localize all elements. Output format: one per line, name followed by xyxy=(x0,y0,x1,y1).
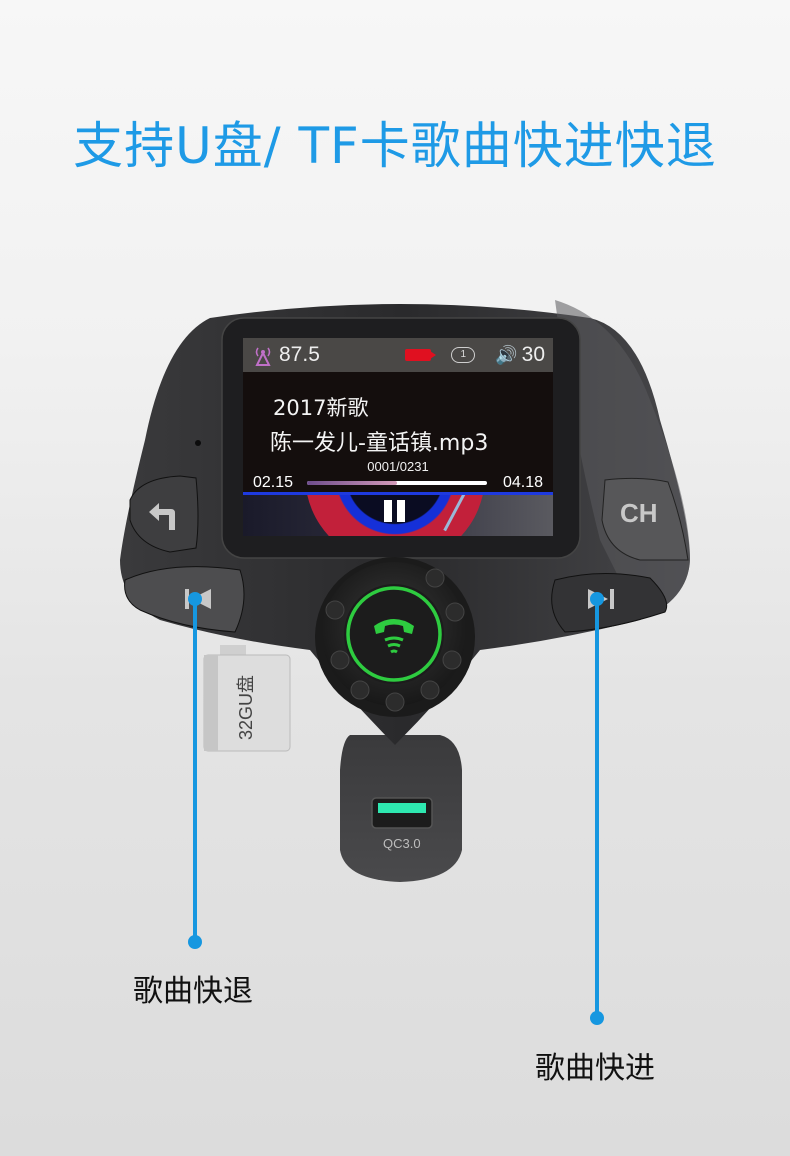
pause-icon[interactable] xyxy=(384,500,406,522)
vinyl-disc xyxy=(305,495,485,536)
forward-callout-dot xyxy=(590,1011,604,1025)
rewind-callout-line xyxy=(193,597,197,942)
status-bar: 87.5 1 🔊 30 xyxy=(243,338,553,372)
forward-callout-line xyxy=(595,597,599,1019)
rewind-label: 歌曲快退 xyxy=(133,974,253,1009)
forward-label: 歌曲快进 xyxy=(535,1051,655,1086)
antenna-icon xyxy=(255,347,271,366)
elapsed-time: 02.15 xyxy=(253,474,294,491)
speaker-icon: 🔊 xyxy=(495,344,518,366)
forward-callout-dot-top xyxy=(590,592,604,606)
display-screen: 87.5 1 🔊 30 2017新歌 陈一发儿-童话镇.mp3 0001/023… xyxy=(243,338,553,536)
repeat-one-icon: 1 xyxy=(451,347,476,363)
total-time: 04.18 xyxy=(502,474,543,491)
rewind-callout-dot-top xyxy=(188,592,202,606)
rewind-callout-dot xyxy=(188,935,202,949)
disc-artwork xyxy=(243,492,553,536)
fm-frequency: 87.5 xyxy=(279,343,320,366)
progress-fill xyxy=(307,481,397,485)
volume-level: 30 xyxy=(521,343,545,366)
usb-port-label: QC3.0 xyxy=(383,836,421,851)
camera-record-icon xyxy=(405,349,437,361)
ch-button[interactable]: CH xyxy=(620,498,658,528)
track-title: 陈一发儿-童话镇.mp3 xyxy=(270,431,489,456)
back-arrow-icon[interactable] xyxy=(145,500,179,532)
album-title: 2017新歌 xyxy=(273,396,369,420)
usb-drive-label: 32GU盘 xyxy=(236,674,256,740)
phone-call-icon[interactable] xyxy=(366,606,422,662)
progress-bar xyxy=(307,481,487,485)
track-counter: 0001/0231 xyxy=(367,459,429,474)
headline: 支持U盘/ TF卡歌曲快进快退 xyxy=(73,117,717,175)
